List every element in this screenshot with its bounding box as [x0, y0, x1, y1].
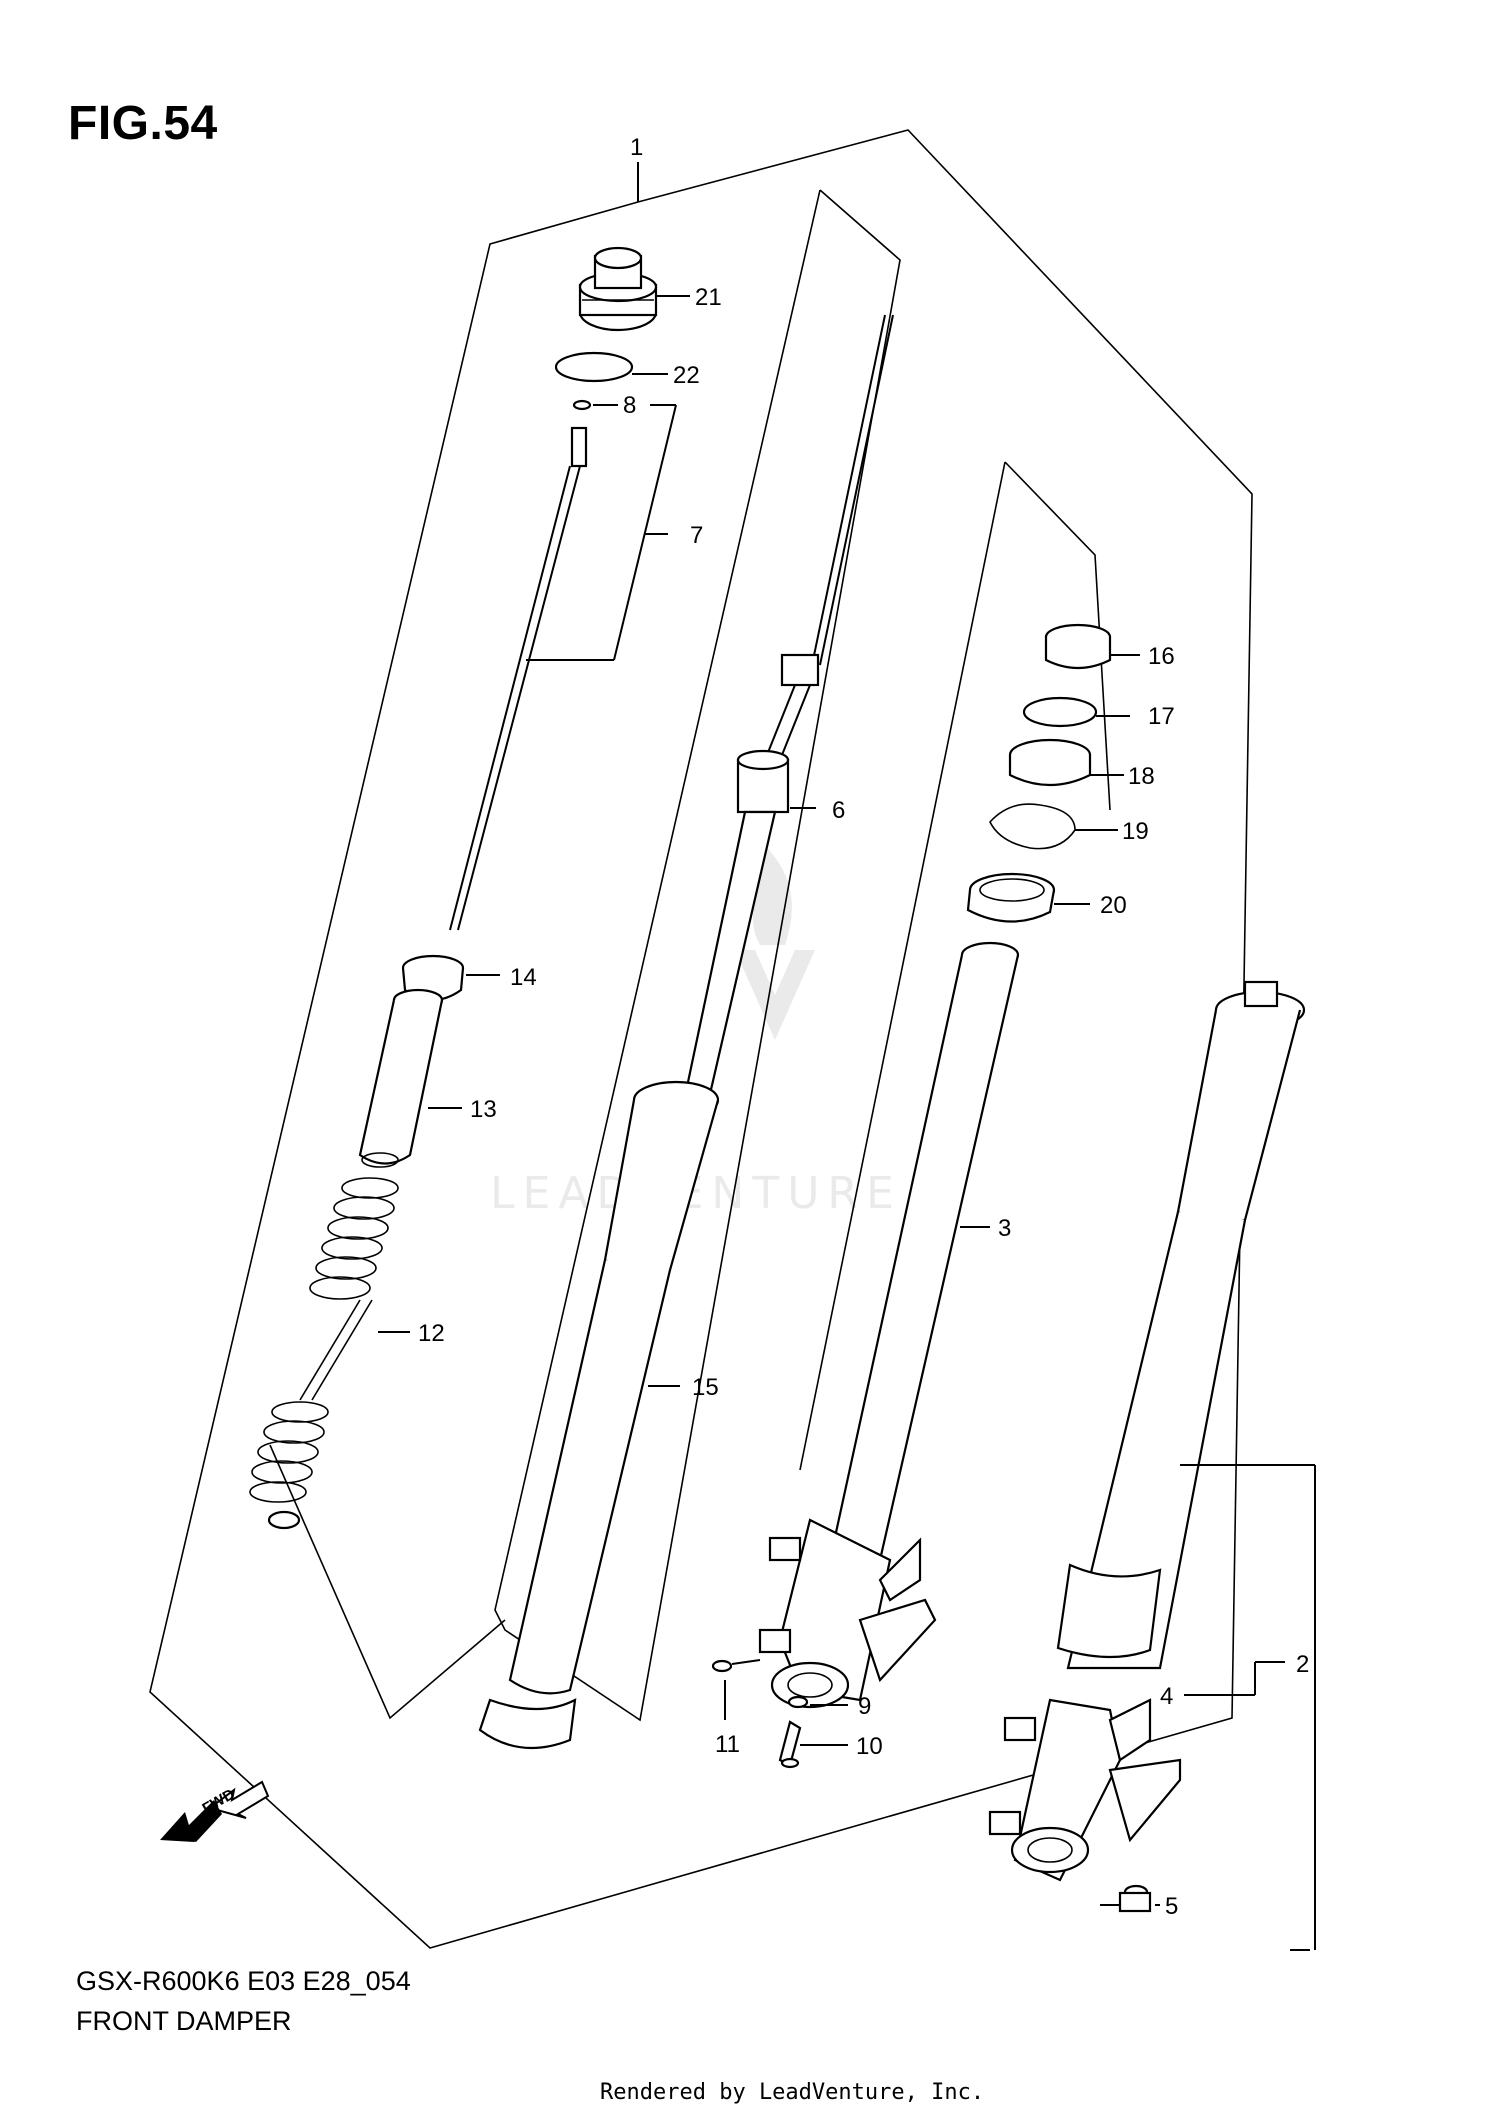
part-19-stopper-ring [989, 803, 1076, 850]
callout-20: 20 [1100, 892, 1127, 919]
part-17-washer [1022, 696, 1098, 728]
callout-7: 7 [690, 522, 703, 549]
callout-18: 18 [1128, 763, 1155, 790]
part-4-lower-leg [988, 1698, 1182, 1882]
part-8-washer [572, 399, 592, 411]
callout-6: 6 [832, 797, 845, 824]
callout-2: 2 [1296, 1651, 1309, 1678]
part-20-dust-seal [966, 872, 1056, 923]
part-3-outer-tube [828, 941, 1020, 1562]
callout-21: 21 [695, 284, 722, 311]
callout-12: 12 [418, 1320, 445, 1347]
rendered-by-credit: Rendered by LeadVenture, Inc. [600, 2080, 985, 2105]
outer-tube-outline [1004, 461, 1111, 811]
part-11-bolt [711, 1659, 761, 1673]
figure-name: FRONT DAMPER [76, 2006, 292, 2036]
figure-title: FIG.54 [68, 97, 218, 150]
callout-8: 8 [623, 392, 636, 419]
part-5-bolt [1100, 1884, 1152, 1913]
callout-14: 14 [510, 964, 537, 991]
part-22-o-ring [554, 351, 634, 383]
callout-9: 9 [858, 1693, 871, 1720]
part-18-oil-seal [1008, 738, 1092, 787]
part-2-front-fork-assembly [1056, 980, 1306, 1670]
callout-1: 1 [630, 134, 643, 161]
model-code: GSX-R600K6 E03 E28_054 [76, 1966, 411, 1996]
fwd-arrow-icon: FWD [160, 1780, 270, 1842]
callout-10: 10 [856, 1733, 883, 1760]
part-21-cap-bolt [578, 246, 658, 332]
callout-22: 22 [673, 362, 700, 389]
outer-assembly-outline [149, 129, 1253, 1949]
part-16-bushing [1044, 623, 1112, 670]
part-7-damper-rod [449, 426, 588, 931]
callout-11: 11 [715, 1731, 740, 1758]
part-12-fork-spring [249, 1177, 399, 1530]
callout-5: 5 [1165, 1893, 1178, 1920]
callout-4: 4 [1160, 1683, 1173, 1710]
callout-19: 19 [1122, 818, 1149, 845]
callout-3: 3 [998, 1215, 1011, 1242]
lower-leg-axle-holder [758, 1518, 937, 1709]
part-10-bolt [778, 1720, 802, 1769]
callout-15: 15 [692, 1374, 719, 1401]
spring-group-outline [269, 1444, 506, 1720]
callout-17: 17 [1148, 703, 1175, 730]
part-15-inner-tube [478, 1080, 720, 1750]
callout-16: 16 [1148, 643, 1175, 670]
part-6-damper-cartridge [678, 314, 894, 1128]
part-13-spacer-tube [358, 988, 444, 1168]
part-9-washer [787, 1695, 809, 1709]
callout-13: 13 [470, 1096, 497, 1123]
